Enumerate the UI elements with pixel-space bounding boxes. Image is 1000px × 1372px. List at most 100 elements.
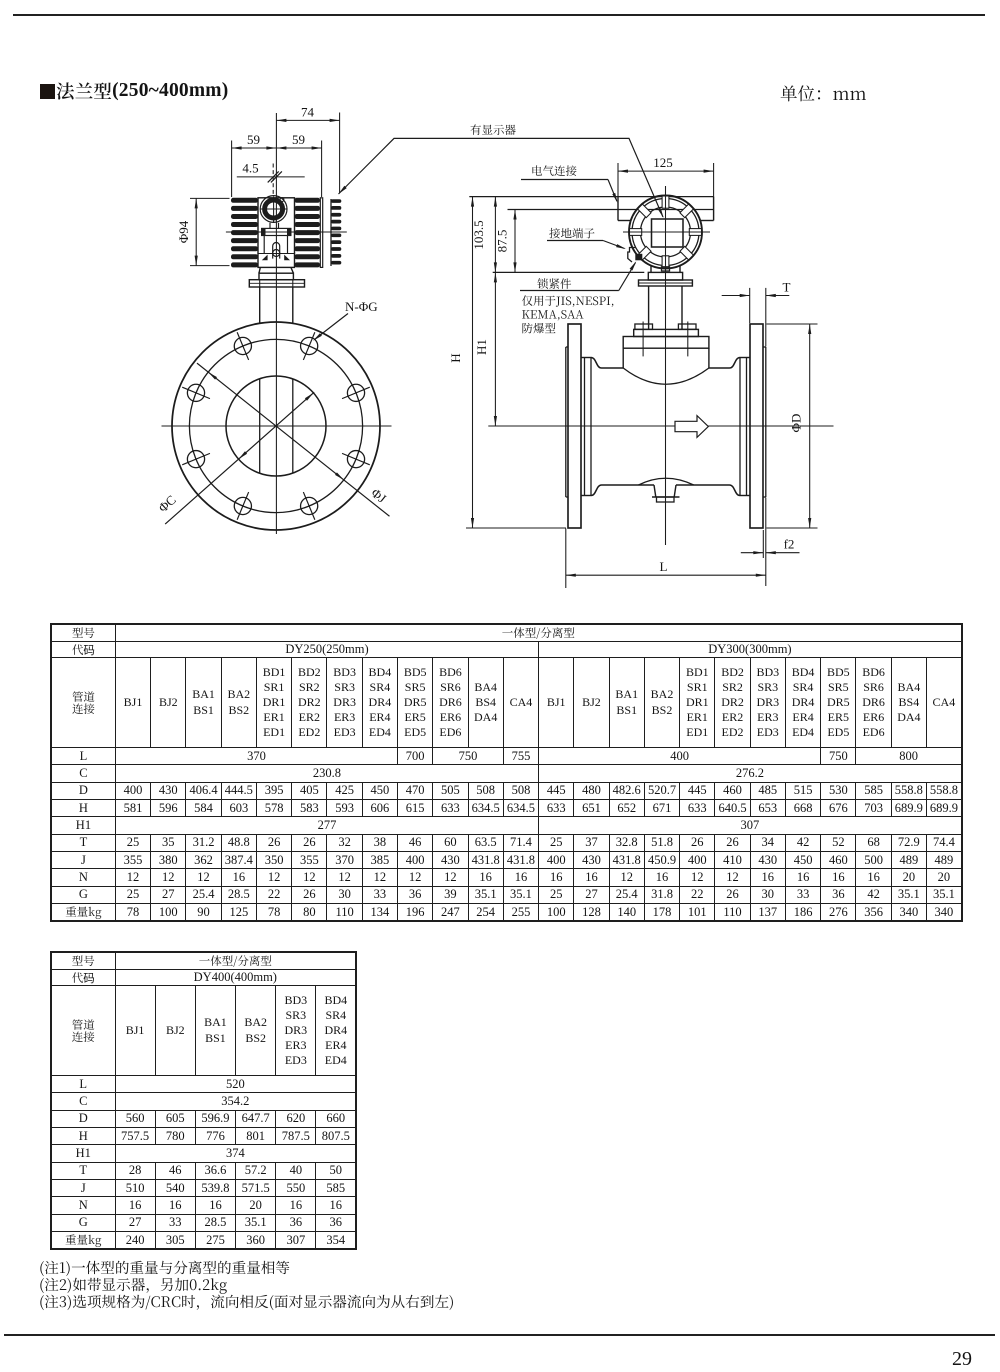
label-exproof-note-1: 仅用于JIS,NESPI,	[522, 293, 615, 309]
dim-value-cell: 16	[467, 868, 504, 887]
head-stem-circle	[272, 248, 281, 258]
dim-value-cell: 430	[432, 851, 469, 870]
dim-value-cell: 581	[114, 799, 152, 818]
row-label: H	[50, 799, 116, 818]
dim-phi94: Φ94	[176, 220, 191, 243]
conn-header: BA4 BS4 DA4	[890, 657, 928, 748]
side-head-bezel-rib	[679, 203, 695, 219]
row-label: N	[50, 1196, 116, 1215]
dim-value-cell: 36	[397, 885, 434, 905]
dim-value-cell: 25	[114, 885, 152, 905]
model-value: 一体型/分离型	[114, 951, 357, 971]
side-mount-pad	[622, 335, 710, 349]
dim-arrowhead	[513, 262, 517, 273]
dim-arrowhead	[276, 146, 287, 150]
dim-label-inner-circle: ΦC	[155, 492, 179, 515]
label-electrical: 电气连接	[531, 163, 577, 179]
dim-arrowhead	[808, 518, 812, 528]
row-label: L	[50, 1074, 116, 1094]
dim-value-cell: 36	[820, 885, 857, 905]
dim-value-cell: 410	[714, 851, 751, 870]
head-fin	[294, 238, 320, 244]
dim-value-cell: 20	[890, 868, 928, 887]
row-label: H1	[50, 1144, 116, 1163]
drawing-path	[590, 356, 602, 369]
drawing-line	[341, 386, 370, 400]
dim-value-cell: 30	[749, 885, 786, 905]
front-bolt-hole	[233, 336, 253, 356]
dim-value-cell: 12	[150, 868, 187, 887]
dim-value-cell: 807.5	[315, 1127, 357, 1146]
dim-value-cell: 27	[573, 885, 610, 905]
head-fin	[231, 238, 258, 244]
row-label: 管道 连接	[50, 657, 116, 748]
dim-value-cell: 60	[432, 833, 469, 853]
dim-value-cell: 520.7	[643, 781, 681, 801]
row-label: 代码	[50, 969, 116, 987]
dim-value-cell: 430	[749, 851, 786, 870]
top-rule	[13, 14, 985, 16]
row-label: C	[50, 1092, 116, 1111]
dim-value-cell: 46	[154, 1161, 196, 1181]
row-label: 重量kg	[50, 1231, 116, 1250]
dim-value-cell: 110	[326, 903, 363, 922]
row-label: 重量kg	[50, 903, 116, 922]
dim-value-cell: 633	[679, 799, 716, 818]
head-fin	[294, 213, 320, 219]
head-fin	[231, 246, 258, 252]
dim-value-cell: 35.1	[925, 885, 963, 905]
dim-value-cell: 395	[255, 781, 293, 801]
dim-arrowhead	[765, 293, 776, 298]
dim-value-cell: 35	[150, 833, 187, 853]
head-wedge-left	[261, 254, 268, 261]
drawing-line	[302, 332, 316, 361]
dim-label-bolt-circle: ΦJ	[368, 485, 389, 506]
conn-header: BD5 SR5 DR5 ER5 ED5	[820, 657, 857, 748]
dim-value-cell: 700	[397, 746, 434, 766]
dim-value-cell: 42	[855, 885, 892, 905]
dim-value-cell: 26	[714, 833, 751, 853]
dim-arrowhead	[765, 551, 776, 555]
dim-value-cell: 16	[220, 868, 257, 887]
front-bolt-hole	[233, 496, 253, 516]
dim-arrowhead	[612, 192, 618, 203]
dim-arrowhead	[493, 196, 497, 207]
head-rear-fin	[331, 226, 342, 231]
dim-phiD: ΦD	[789, 414, 804, 433]
dim-value-cell: 26	[255, 833, 293, 853]
dim-value-cell: 22	[255, 885, 293, 905]
conn-header: BD3 SR3 DR3 ER3 ED3	[749, 657, 786, 748]
side-head-bezel-rib	[679, 245, 695, 261]
dim-value-cell: 431.8	[467, 851, 504, 870]
row-label: 型号	[50, 623, 116, 643]
dim-value-cell: 26	[679, 833, 716, 853]
dim-value-cell: 12	[326, 868, 363, 887]
drawing-path	[729, 356, 741, 369]
dim-value-cell: 16	[275, 1196, 317, 1215]
dim-value-cell: 178	[643, 903, 681, 922]
dim-value-cell: 35.1	[235, 1213, 277, 1233]
dim-value-cell: 651	[573, 799, 610, 818]
label-bolt-holes: N-ΦG	[345, 299, 378, 314]
dim-value-cell: 615	[397, 799, 434, 818]
dim-arrowhead	[616, 244, 626, 249]
label-exproof-note-2: KEMA,SAA	[522, 307, 585, 323]
head-fin	[294, 262, 320, 268]
conn-header: BA1 BS1	[185, 657, 222, 748]
conn-header: BJ2	[150, 657, 187, 748]
conn-header: BA1 BS1	[194, 985, 237, 1076]
dim-value-cell: 540	[154, 1179, 196, 1198]
drawing-line	[302, 491, 316, 520]
side-bolt-head-right	[677, 323, 697, 331]
side-right-flange	[749, 323, 764, 529]
title-text: 法兰型	[56, 78, 113, 104]
dim-value-cell: 48.8	[220, 833, 257, 853]
unit-label: 单位：mm	[780, 81, 867, 106]
dim-value-cell: 505	[432, 781, 469, 801]
dim-value-cell: 12	[679, 868, 716, 887]
front-bolt-hole	[186, 449, 206, 469]
dim-4-5: 4.5	[242, 161, 258, 176]
